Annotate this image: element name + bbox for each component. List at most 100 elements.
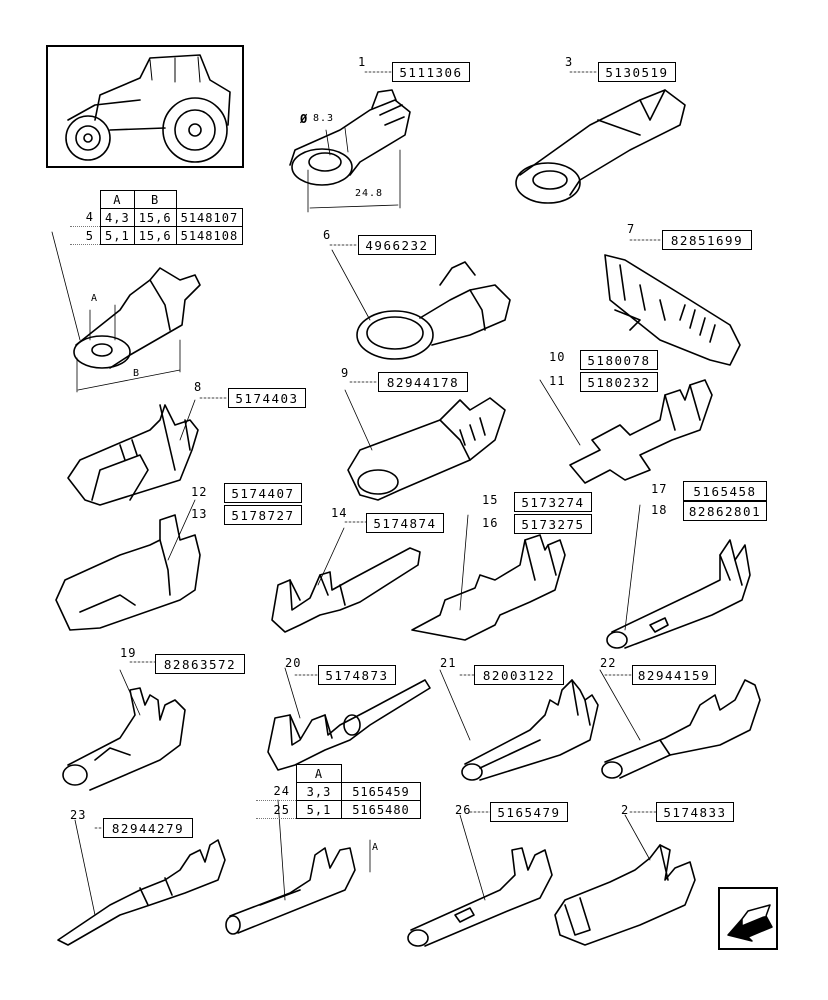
row-id: 25	[256, 800, 297, 819]
part-number-19[interactable]: 82863572	[155, 654, 245, 674]
terminal-4-5-drawing	[51, 231, 201, 393]
dim-label-a2: A	[372, 842, 380, 853]
part-number-6[interactable]: 4966232	[358, 235, 436, 255]
terminal-19-drawing	[62, 669, 186, 791]
row-id: 4	[70, 208, 101, 227]
part-number-8[interactable]: 5174403	[228, 388, 306, 408]
spec-table-4-5: A B 4 4,3 15,6 5148107 5 5,1 15,6 514810…	[70, 190, 244, 245]
part-number-14[interactable]: 5174874	[366, 513, 444, 533]
callout-17: 17	[651, 482, 668, 496]
part-number-13[interactable]: 5178727	[224, 505, 302, 525]
callout-14: 14	[331, 506, 348, 520]
callout-7: 7	[627, 222, 636, 236]
row-id: 24	[256, 782, 297, 801]
row-part[interactable]: 5165480	[341, 800, 421, 819]
part-number-3[interactable]: 5130519	[598, 62, 676, 82]
terminal-22-drawing	[599, 669, 761, 779]
table-row: 4 4,3 15,6 5148107	[70, 208, 244, 227]
terminal-23-drawing	[57, 819, 226, 946]
table-header-a: A	[100, 190, 135, 209]
table-row: 5 5,1 15,6 5148108	[70, 226, 244, 245]
terminal-7-drawing	[604, 254, 741, 366]
terminal-1-drawing	[289, 89, 411, 213]
diameter-value: 8.3	[313, 113, 335, 124]
callout-2: 2	[621, 803, 630, 817]
terminal-20-drawing	[267, 667, 431, 771]
table-row: 25 5,1 5165480	[256, 800, 421, 819]
part-number-22[interactable]: 82944159	[632, 665, 716, 685]
row-b: 15,6	[133, 208, 177, 227]
spec-table-24-25: A 24 3,3 5165459 25 5,1 5165480	[256, 764, 421, 819]
leader-lines	[94, 71, 717, 829]
dim-label-b: B	[133, 368, 141, 379]
callout-20: 20	[285, 656, 302, 670]
terminal-8-drawing	[67, 399, 199, 506]
callout-18: 18	[651, 503, 668, 517]
part-number-2[interactable]: 5174833	[656, 802, 734, 822]
callout-19: 19	[120, 646, 137, 660]
terminal-17-18-drawing	[606, 504, 751, 649]
table-header-a: A	[296, 764, 342, 783]
terminal-12-13-drawing	[55, 499, 201, 631]
terminal-14-drawing	[271, 527, 421, 633]
callout-6: 6	[323, 228, 332, 242]
table-header-b: B	[133, 190, 177, 209]
part-number-21[interactable]: 82003122	[474, 665, 564, 685]
part-number-17[interactable]: 5165458	[683, 481, 767, 501]
row-b: 15,6	[133, 226, 177, 245]
tractor-thumbnail-icon	[65, 54, 231, 163]
part-number-10[interactable]: 5180078	[580, 350, 658, 370]
part-number-23[interactable]: 82944279	[103, 818, 193, 838]
terminal-9-drawing	[344, 389, 506, 501]
callout-16: 16	[482, 516, 499, 530]
terminal-21-drawing	[439, 669, 599, 781]
callout-10: 10	[549, 350, 566, 364]
row-part[interactable]: 5148107	[175, 208, 244, 227]
arrow-left-icon	[727, 904, 773, 942]
terminal-3-drawing	[515, 89, 686, 204]
callout-21: 21	[440, 656, 457, 670]
callout-1: 1	[358, 55, 367, 69]
terminal-10-11-drawing	[539, 379, 713, 484]
row-a: 3,3	[296, 782, 342, 801]
row-a: 5,1	[296, 800, 342, 819]
terminal-15-16-drawing	[411, 514, 566, 641]
diameter-symbol: Ø	[300, 112, 309, 126]
callout-22: 22	[600, 656, 617, 670]
part-number-9[interactable]: 82944178	[378, 372, 468, 392]
part-number-26[interactable]: 5165479	[490, 802, 568, 822]
length-value: 24.8	[355, 188, 384, 199]
callout-12: 12	[191, 485, 208, 499]
terminal-6-drawing	[331, 249, 511, 360]
callout-3: 3	[565, 55, 574, 69]
row-a: 4,3	[100, 208, 135, 227]
callout-26: 26	[455, 803, 472, 817]
part-number-12[interactable]: 5174407	[224, 483, 302, 503]
part-number-16[interactable]: 5173275	[514, 514, 592, 534]
tractor-thumbnail-frame	[46, 45, 244, 168]
callout-13: 13	[191, 507, 208, 521]
part-number-18[interactable]: 82862801	[683, 501, 767, 521]
table-row: 24 3,3 5165459	[256, 782, 421, 801]
callout-11: 11	[549, 374, 566, 388]
terminal-26-drawing	[407, 814, 553, 947]
callout-15: 15	[482, 493, 499, 507]
part-number-11[interactable]: 5180232	[580, 372, 658, 392]
part-number-1[interactable]: 5111306	[392, 62, 470, 82]
dim-label-a: A	[91, 293, 99, 304]
previous-page-button[interactable]	[718, 887, 778, 950]
part-number-15[interactable]: 5173274	[514, 492, 592, 512]
part-number-20[interactable]: 5174873	[318, 665, 396, 685]
row-id: 5	[70, 226, 101, 245]
terminal-24-25-drawing	[225, 799, 371, 935]
row-a: 5,1	[100, 226, 135, 245]
callout-8: 8	[194, 380, 203, 394]
row-part[interactable]: 5165459	[341, 782, 421, 801]
callout-9: 9	[341, 366, 350, 380]
part-number-7[interactable]: 82851699	[662, 230, 752, 250]
row-part[interactable]: 5148108	[175, 226, 244, 245]
callout-23: 23	[70, 808, 87, 822]
terminal-2-drawing	[554, 814, 696, 946]
